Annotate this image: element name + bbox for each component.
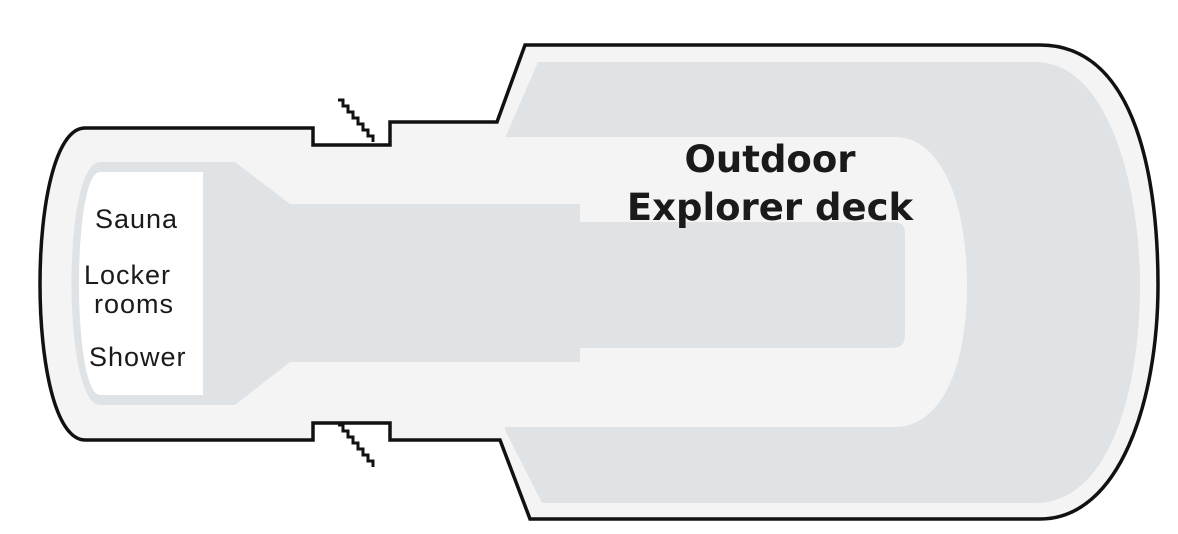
lower-stairs-icon [338,423,375,467]
outdoor-deck-label-line1: Outdoor [684,138,856,181]
outdoor-deck-label-line2: Explorer deck [627,186,915,229]
locker-rooms-label-line2: rooms [94,289,174,319]
upper-stairs-icon [338,98,375,142]
shower-label: Shower [89,342,187,372]
outdoor-deck-area [505,62,1140,503]
spa-rooms-block [79,172,203,395]
locker-rooms-label-line1: Locker [84,260,171,290]
sauna-label: Sauna [95,204,178,234]
central-walkway [71,162,905,405]
